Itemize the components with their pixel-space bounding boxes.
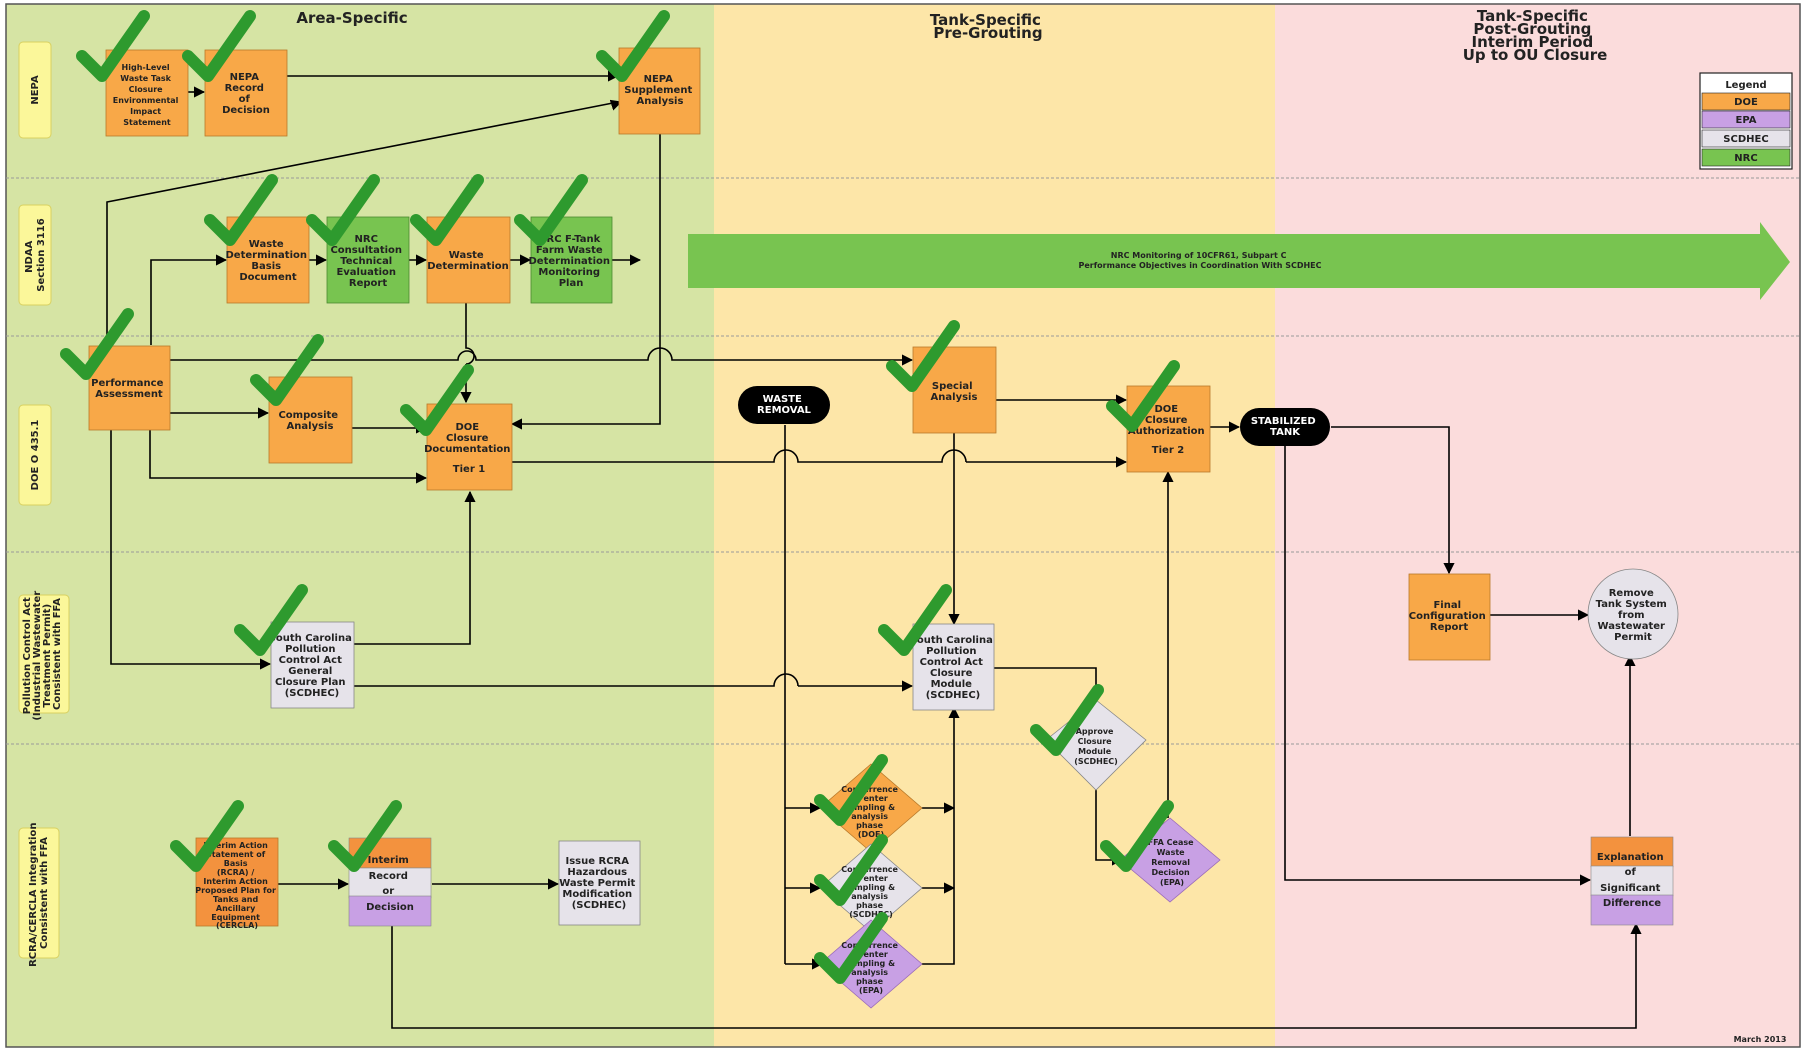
lane-label-ndaa: NDAA Section 3116 — [18, 204, 52, 306]
check-icon — [814, 754, 888, 826]
svg-text:Approve Closure Mo: Approve Closure Module (SCDHEC) — [1074, 727, 1118, 766]
svg-text:NDAA Section 3116: NDAA Section 3116 — [24, 218, 47, 291]
lane-label-doe: DOE O 435.1 — [18, 404, 52, 506]
check-icon — [328, 800, 402, 872]
svg-text:Waste Determination: Waste Determination Basis Document — [226, 239, 311, 283]
svg-text:Final Configuration: Final Configuration Report — [1409, 600, 1489, 633]
svg-text:NRC Monitoring of 10CFR61, Sub: NRC Monitoring of 10CFR61, Subpart C Per… — [1078, 251, 1321, 270]
svg-text:Interim Action Statement: Interim Action Statement of Basis (RCRA)… — [195, 841, 278, 930]
node-sc-closure-module[interactable]: South Carolina Pollution Control Act Clo… — [910, 623, 997, 711]
phase-title-pre: Tank-Specific Pre-Grouting — [930, 11, 1046, 42]
lane-label-rcra: RCRA/CERCLA Integration Consistent with … — [18, 819, 60, 967]
phase-title-area: Area-Specific — [296, 9, 407, 27]
svg-text:Special Analysis: Special Analysis — [931, 381, 978, 403]
check-icon — [814, 834, 888, 906]
svg-text:NRC Consultation T: NRC Consultation Technical Evaluation Re… — [330, 234, 405, 289]
check-icon — [596, 10, 670, 82]
svg-text:Concurrence to enter: Concurrence to enter sampling & analysis… — [841, 865, 900, 919]
check-icon — [60, 308, 134, 380]
svg-text:Remove Tank System: Remove Tank System from Wastewater Permi… — [1596, 588, 1671, 643]
check-icon — [878, 584, 952, 656]
svg-text:NEPA Record of: NEPA Record of Decision — [222, 72, 270, 116]
check-icon — [1100, 800, 1174, 872]
svg-text:Performance Assessment: Performance Assessment — [91, 378, 167, 400]
svg-text:Explanation of Sig: Explanation of Significant Difference — [1597, 852, 1667, 909]
check-icon — [1030, 684, 1104, 756]
node-explanation-significant-difference[interactable]: Explanation of Significant Difference — [1590, 836, 1674, 926]
check-icon — [182, 10, 256, 82]
check-icon — [234, 584, 308, 656]
legend-title: Legend — [1725, 80, 1766, 91]
legend: Legend DOE EPA SCDHEC NRC — [1699, 72, 1793, 170]
pre-grouting-phase-background — [714, 4, 1275, 1047]
svg-text:DOE Closure Author: DOE Closure Authorization Tier 2 — [1128, 404, 1208, 456]
check-icon — [306, 174, 380, 246]
svg-text:DOE O 435.1: DOE O 435.1 — [30, 420, 41, 491]
node-concurrence-doe[interactable]: Concurrence to enter sampling & analysis… — [819, 763, 923, 853]
svg-text:South Carolina Pollution: South Carolina Pollution Control Act Gen… — [269, 633, 356, 699]
node-nrc-consultation[interactable]: NRC Consultation Technical Evaluation Re… — [326, 216, 410, 304]
check-icon — [814, 912, 888, 984]
svg-text:Pollution Control Act (I: Pollution Control Act (Industrial Wastew… — [22, 587, 63, 720]
check-icon — [76, 10, 150, 82]
svg-text:Interim Record or: Interim Record or Decision — [366, 855, 414, 913]
check-icon — [170, 800, 244, 872]
node-issue-rcra-permit[interactable]: Issue RCRA Hazardous Waste Permit Modifi… — [558, 840, 641, 926]
svg-text:Waste Determination: Waste Determination — [427, 250, 509, 272]
check-marks — [60, 10, 1180, 984]
svg-text:STABILIZED TANK: STABILIZED TANK — [1251, 416, 1319, 438]
oval-stabilized-tank[interactable]: STABILIZED TANK — [1240, 408, 1330, 446]
check-icon — [514, 174, 588, 246]
node-closure-authorization[interactable]: DOE Closure Authorization Tier 2 — [1126, 385, 1211, 473]
node-final-configuration-report[interactable]: Final Configuration Report — [1408, 573, 1491, 661]
lane-separators — [6, 177, 1800, 745]
legend-item-doe: DOE — [1734, 97, 1758, 108]
phase-title-post: Tank-Specific Post-Grouting Interim Peri… — [1463, 7, 1608, 64]
check-icon — [250, 334, 324, 406]
legend-item-epa: EPA — [1736, 115, 1757, 126]
svg-text:Issue RCRA Hazardous: Issue RCRA Hazardous Waste Permit Modifi… — [559, 856, 639, 911]
svg-text:South Carolina Pollution: South Carolina Pollution Control Act Clo… — [910, 635, 997, 701]
svg-text:NRC F-Tank Farm Waste: NRC F-Tank Farm Waste Determination Moni… — [529, 234, 614, 289]
oval-waste-removal[interactable]: WASTE REMOVAL — [738, 386, 830, 424]
nrc-monitoring-arrow: NRC Monitoring of 10CFR61, Subpart C Per… — [688, 222, 1790, 300]
legend-item-nrc: NRC — [1734, 153, 1757, 164]
svg-text:Concurrence to enter: Concurrence to enter sampling & analysis… — [841, 785, 900, 839]
svg-text:FFA Cease Waste Re: FFA Cease Waste Removal Decision (EPA) — [1148, 838, 1197, 887]
legend-item-scdhec: SCDHEC — [1723, 134, 1768, 145]
svg-text:RCRA/CERCLA Integration: RCRA/CERCLA Integration Consistent with … — [28, 819, 50, 967]
check-icon — [204, 174, 278, 246]
node-eis[interactable]: High-Level Waste Task Closure Environmen… — [105, 49, 189, 137]
svg-text:WASTE REMOVAL: WASTE REMOVAL — [757, 394, 812, 416]
connectors — [106, 70, 1642, 1029]
svg-text:NEPA: NEPA — [30, 75, 41, 105]
svg-text:NEPA Supplement An: NEPA Supplement Analysis — [624, 74, 695, 107]
svg-text:Composite Analysis: Composite Analysis — [278, 410, 341, 432]
svg-text:DOE Closure Docume: DOE Closure Documentation Tier 1 — [424, 422, 514, 475]
date-stamp: March 2013 — [1734, 1035, 1787, 1044]
svg-text:High-Level Waste Task: High-Level Waste Task Closure Environmen… — [113, 63, 181, 127]
node-remove-tank-system[interactable]: Remove Tank System from Wastewater Permi… — [1587, 568, 1679, 660]
check-icon — [1106, 360, 1180, 432]
check-icon — [410, 174, 484, 246]
node-sc-general-closure-plan[interactable]: South Carolina Pollution Control Act Gen… — [269, 621, 356, 709]
check-icon — [886, 320, 960, 392]
lane-label-pca: Pollution Control Act (Industrial Wastew… — [18, 587, 70, 721]
lane-label-nepa: NEPA — [18, 41, 52, 139]
check-icon — [400, 364, 474, 436]
